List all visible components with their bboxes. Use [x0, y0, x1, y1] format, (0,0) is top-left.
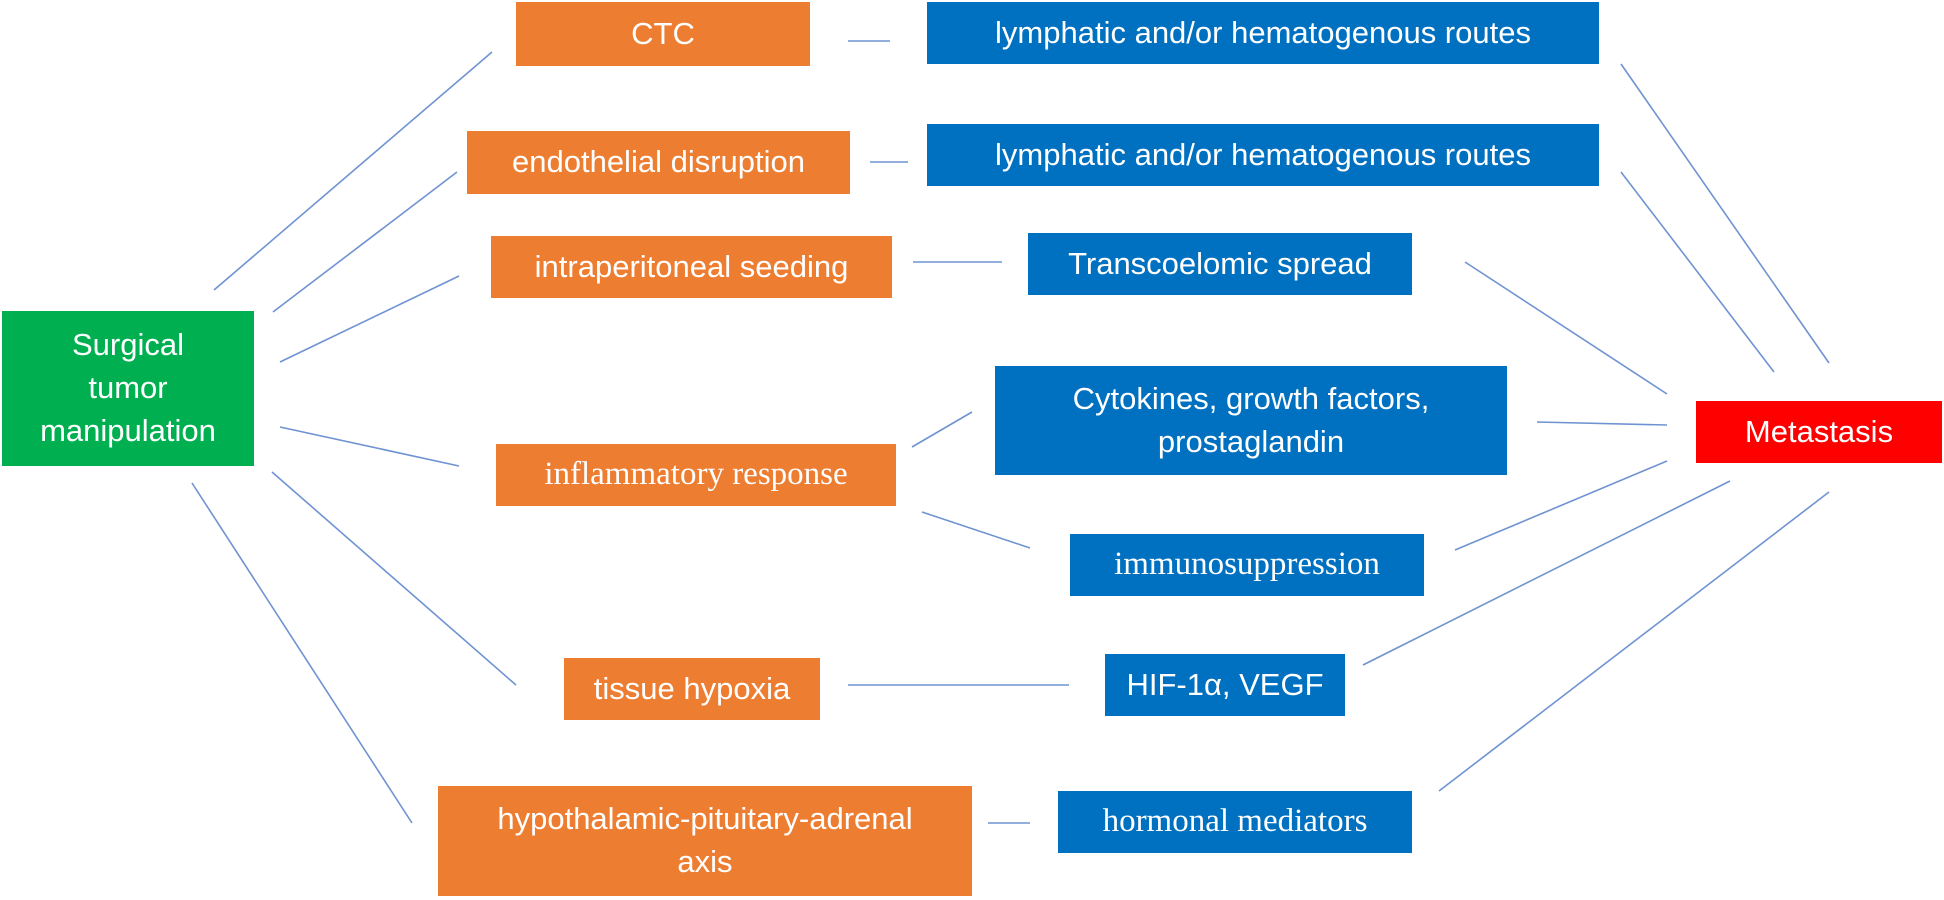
- connector-source-inflammatory: [279, 426, 460, 467]
- connector-source-ctc: [213, 51, 493, 291]
- connector-hormonal-metastasis: [1438, 491, 1830, 792]
- connector-inflammatory-immunosuppression: [921, 511, 1031, 549]
- mechanism-tissue-hypoxia: tissue hypoxia: [564, 658, 820, 720]
- connector-immunosuppression-metastasis: [1454, 460, 1668, 551]
- mechanism-intraperitoneal-seeding: intraperitoneal seeding: [491, 236, 892, 298]
- pathway-hif-vegf: HIF-1α, VEGF: [1105, 654, 1345, 716]
- connector-source-intraperitoneal: [279, 275, 460, 363]
- pathway-lymphatic-hematogenous-routes-2: lymphatic and/or hematogenous routes: [927, 124, 1599, 186]
- pathway-lymphatic-hematogenous-routes-1: lymphatic and/or hematogenous routes: [927, 2, 1599, 64]
- pathway-immunosuppression: immunosuppression: [1070, 534, 1424, 596]
- outcome-metastasis: Metastasis: [1696, 401, 1942, 463]
- connector-inflammatory-cytokines: [911, 411, 973, 448]
- connector-source-endothelial: [272, 171, 458, 313]
- pathway-cytokines-growth-factors-prostaglandin: Cytokines, growth factors, prostaglandin: [995, 366, 1507, 475]
- connector-routes2-metastasis: [1620, 171, 1775, 373]
- mechanism-hpa-axis: hypothalamic-pituitary-adrenal axis: [438, 786, 972, 896]
- pathway-transcoelomic-spread: Transcoelomic spread: [1028, 233, 1412, 295]
- mechanism-endothelial-disruption: endothelial disruption: [467, 131, 850, 194]
- connector-hif-metastasis: [1362, 480, 1731, 666]
- mechanism-ctc: CTC: [516, 2, 810, 66]
- connector-cytokines-metastasis: [1536, 421, 1668, 426]
- connector-transcoelomic-metastasis: [1464, 261, 1668, 395]
- pathway-hormonal-mediators: hormonal mediators: [1058, 791, 1412, 853]
- connector-source-hpa: [191, 482, 413, 824]
- connector-routes1-metastasis: [1620, 63, 1830, 364]
- connector-source-hypoxia: [271, 471, 517, 686]
- mechanism-inflammatory-response: inflammatory response: [496, 444, 896, 506]
- source-surgical-tumor-manipulation: Surgical tumor manipulation: [2, 311, 254, 466]
